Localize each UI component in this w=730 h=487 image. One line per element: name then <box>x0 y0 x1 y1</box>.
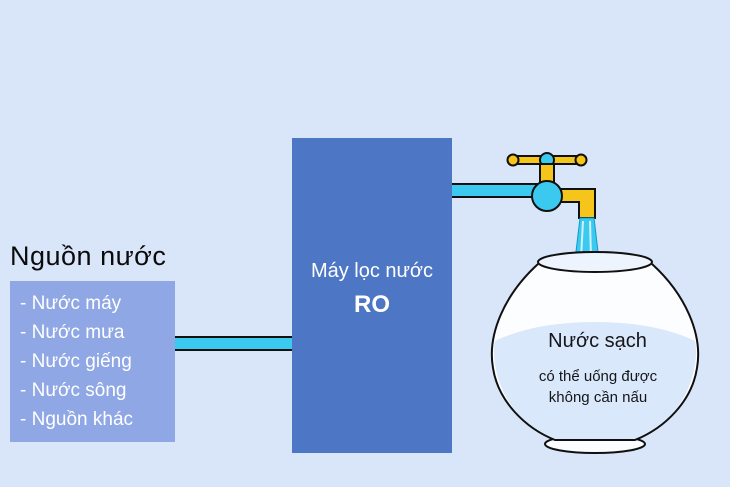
faucet-valve <box>531 180 563 212</box>
water-sources-title: Nguồn nước <box>10 241 167 271</box>
source-item-rain-water: - Nước mưa <box>20 322 125 343</box>
bowl-outline <box>490 263 700 441</box>
bowl-water <box>493 322 697 440</box>
inlet-pipe <box>170 336 296 351</box>
clean-water-note-line1: có thể uống được <box>538 368 658 385</box>
faucet-handle-knob-left <box>506 153 520 167</box>
faucet-icon <box>506 152 600 261</box>
faucet-handle-knob-right <box>574 153 588 167</box>
water-sources-box: - Nước máy - Nước mưa - Nước giếng - Nướ… <box>10 281 175 442</box>
clean-water-label: Nước sạch <box>548 330 647 352</box>
faucet-spout <box>558 188 596 219</box>
water-bowl <box>490 251 700 454</box>
clean-water-note: có thể uống được không cần nấu <box>498 366 698 408</box>
source-item-tap-water: - Nước máy <box>20 293 122 314</box>
source-item-river-water: - Nước sông <box>20 380 127 401</box>
source-item-other: - Nguồn khác <box>20 409 134 430</box>
ro-filter-name: RO <box>354 291 390 318</box>
clean-water-note-line2: không cần nấu <box>548 389 648 406</box>
bowl-rim <box>537 251 653 273</box>
source-item-well-water: - Nước giếng <box>20 351 132 372</box>
ro-filter-label: Máy lọc nước <box>310 260 434 282</box>
ro-filter-box: Máy lọc nước RO <box>292 138 452 453</box>
